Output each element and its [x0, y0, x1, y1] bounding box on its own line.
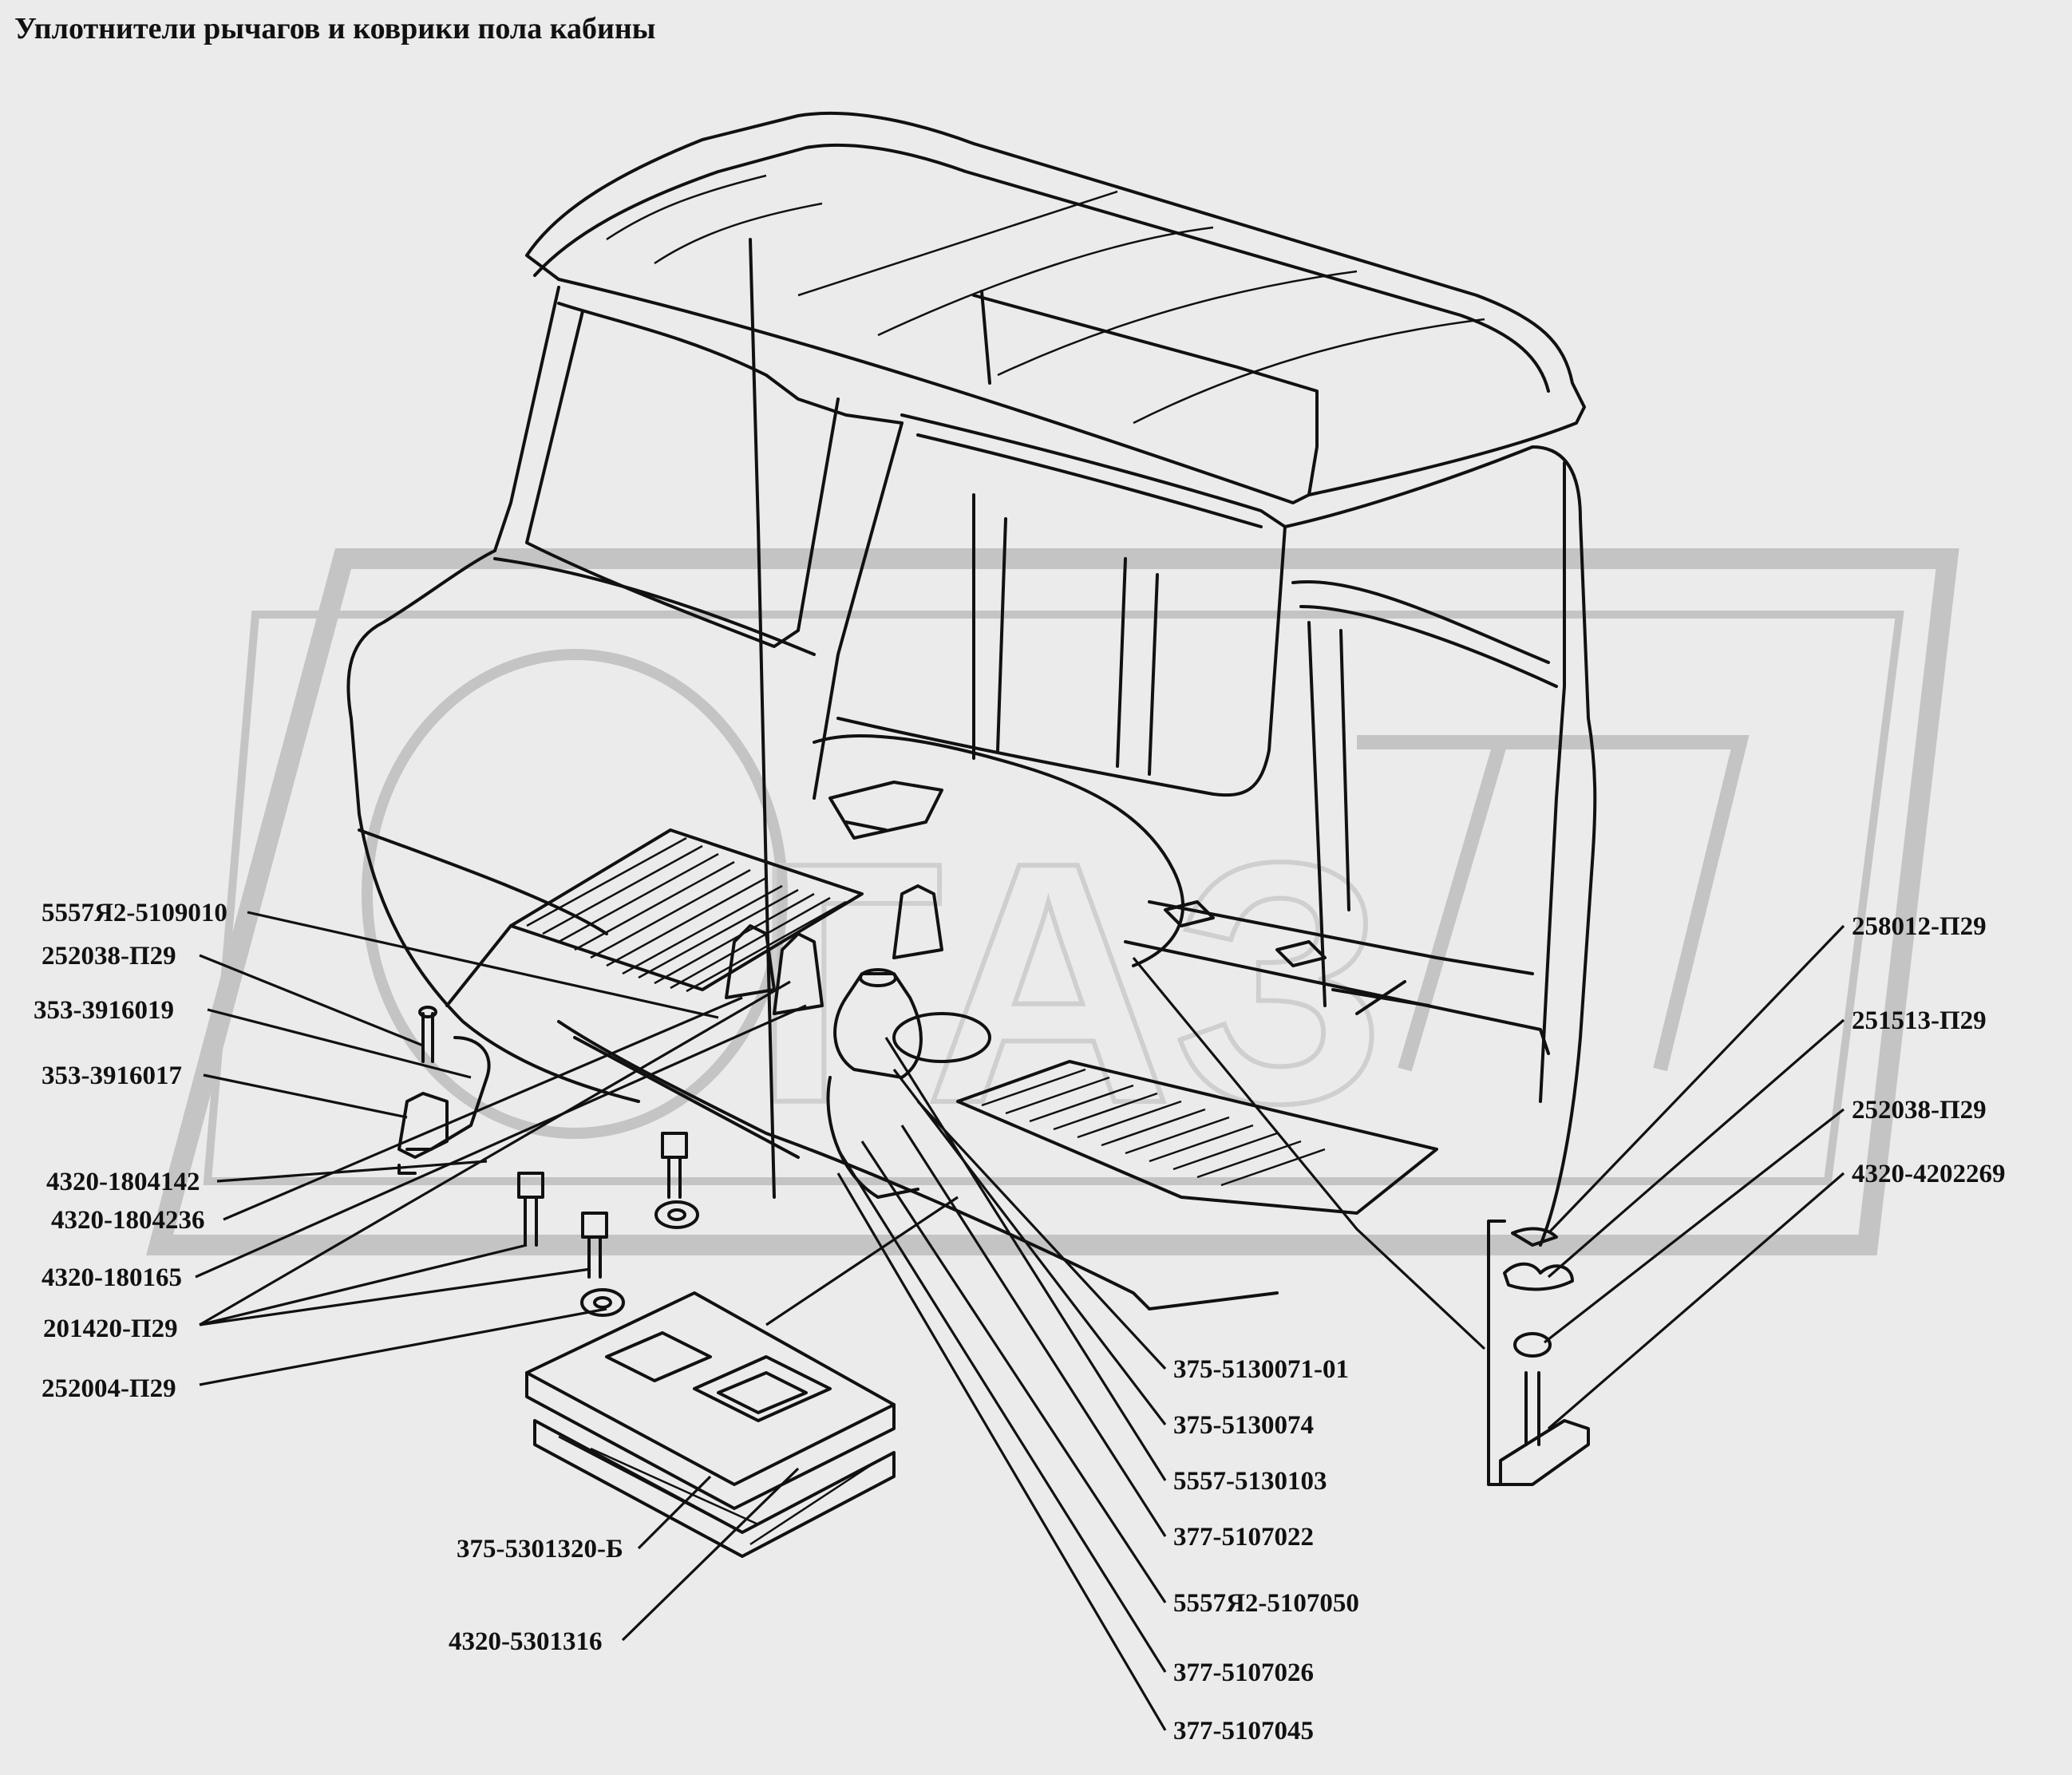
callout-label: 4320-5301316	[449, 1627, 603, 1656]
callout-label: 353-3916017	[42, 1061, 182, 1090]
callout-label: 4320-1804142	[46, 1168, 200, 1196]
callout-label: 377-5107045	[1173, 1717, 1314, 1745]
callout-label: 4320-4202269	[1852, 1160, 2006, 1188]
callout-label: 4320-1804236	[51, 1206, 205, 1235]
callout-label: 5557-5130103	[1173, 1467, 1327, 1496]
loose-parts-left	[397, 1006, 896, 1558]
callout-label: 258012-П29	[1852, 912, 1987, 941]
callout-label: 375-5301320-Б	[457, 1535, 623, 1564]
callout-label: 353-3916019	[34, 996, 174, 1025]
callout-label: 375-5130071-01	[1173, 1355, 1349, 1384]
callout-label: 375-5130074	[1173, 1411, 1314, 1440]
callout-label: 5557Я2-5109010	[42, 899, 227, 927]
fastener-kit-right	[1487, 1220, 1590, 1486]
watermark-text: ГАЗ	[752, 792, 1388, 1175]
callout-label: 252038-П29	[1852, 1096, 1987, 1125]
cab-body	[346, 111, 1597, 1310]
callout-label: 251513-П29	[1852, 1006, 1987, 1035]
callouts-right: 258012-П29 251513-П29 252038-П29 4320-42…	[1852, 912, 2006, 1188]
callouts-bottom: 375-5130071-01 375-5130074 5557-5130103 …	[1173, 1355, 1359, 1745]
callout-label: 4320-180165	[42, 1263, 182, 1292]
callout-label: 5557Я2-5107050	[1173, 1589, 1359, 1618]
lever-boots	[725, 884, 991, 1199]
leader-lines	[195, 911, 1845, 1731]
callout-label: 377-5107022	[1173, 1523, 1314, 1552]
callout-label: 201420-П29	[43, 1314, 178, 1343]
page-title: Уплотнители рычагов и коврики пола кабин…	[14, 12, 656, 45]
callouts-left: 5557Я2-5109010 252038-П29 353-3916019 35…	[34, 899, 623, 1656]
callout-label: 252038-П29	[42, 942, 176, 971]
callout-label: 377-5107026	[1173, 1658, 1314, 1687]
callout-label: 252004-П29	[42, 1374, 176, 1403]
